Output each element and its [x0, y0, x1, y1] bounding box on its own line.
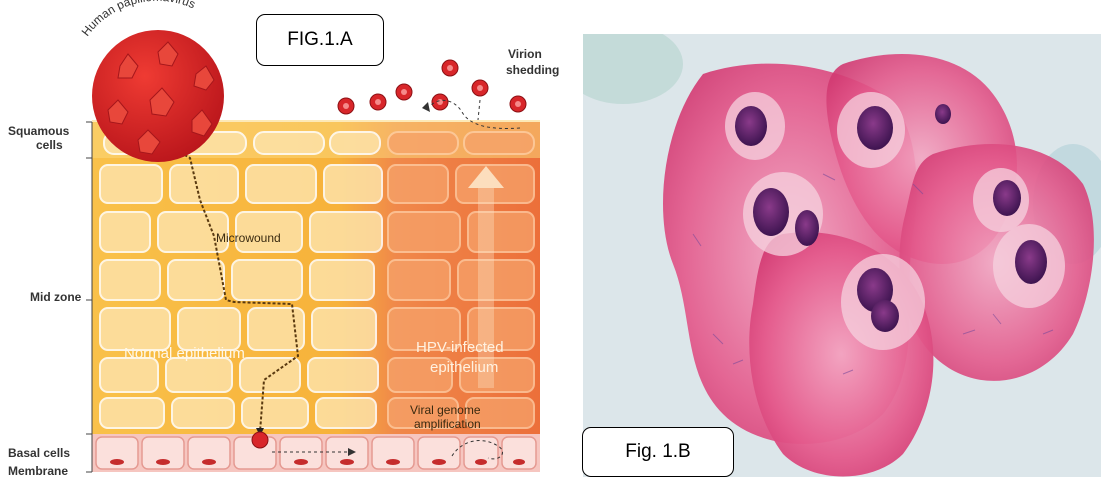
zone-label-squamous-line1: Squamous — [8, 124, 69, 138]
fig-1b-label: Fig. 1.B — [582, 427, 734, 477]
infected-cells — [388, 132, 534, 428]
virion-shedding-label-line1: Virion — [508, 47, 542, 61]
differentiation-arrow-shaft — [478, 188, 494, 388]
zone-axis-ticks — [86, 122, 92, 472]
virus-label: Human papillomavirus — [79, 0, 198, 39]
shedding-arrow-head — [422, 102, 430, 112]
viral-genome-label-line1: Viral genome — [410, 403, 481, 417]
hpv-infection-diagram: Human papillomavirus Virion shedding Mic… — [0, 0, 568, 477]
infected-epithelium-label-line2: epithelium — [430, 359, 498, 376]
panel-fig-1a: Human papillomavirus Virion shedding Mic… — [0, 0, 568, 477]
shed-virions — [338, 60, 526, 114]
normal-epithelium-label: Normal epithelium — [124, 345, 245, 362]
shedding-path-2 — [478, 100, 480, 120]
fig-1a-label: FIG.1.A — [256, 14, 384, 66]
entering-virion — [252, 432, 268, 448]
zone-label-mid: Mid zone — [30, 290, 81, 304]
zone-label-basal: Basal cells — [8, 446, 70, 460]
zone-label-squamous: Squamous cells — [8, 124, 69, 152]
virion-shedding-label-line2: shedding — [506, 63, 559, 77]
viral-genome-label-line2: amplification — [414, 417, 481, 431]
zone-label-membrane: Membrane — [8, 464, 68, 478]
zone-label-squamous-line2: cells — [8, 138, 69, 152]
panel-fig-1b — [583, 34, 1101, 477]
koilocyte-micrograph — [583, 34, 1101, 477]
infected-epithelium-label-line1: HPV-infected — [416, 339, 504, 356]
microwound-label: Microwound — [216, 231, 281, 245]
